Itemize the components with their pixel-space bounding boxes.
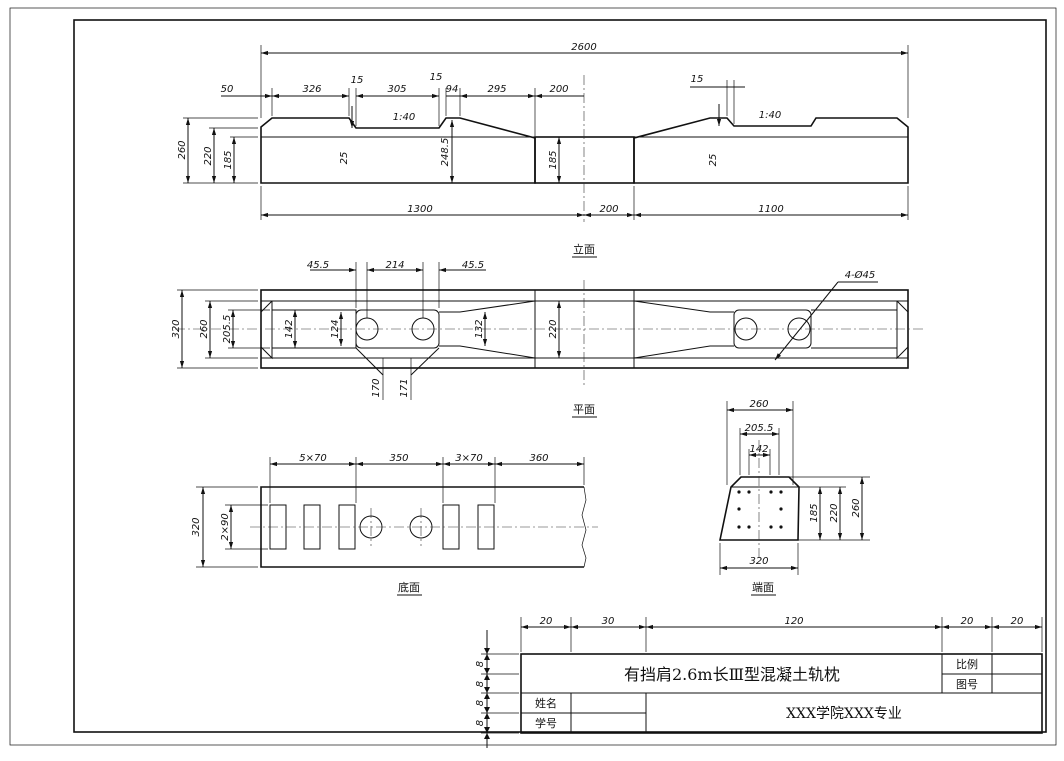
plan-dim-124: 124 bbox=[330, 319, 341, 338]
title-block-row-dim-3: 8 bbox=[475, 700, 486, 706]
title-block-extension-lines bbox=[481, 617, 1043, 734]
plan-left-taper bbox=[439, 300, 536, 359]
name-label: 姓名 bbox=[535, 696, 557, 710]
end-view: 260 205.5 142 185 220 260 320 端面 bbox=[719, 399, 870, 596]
elevation-right-body bbox=[633, 117, 909, 184]
end-caption: 端面 bbox=[752, 581, 774, 594]
scale-label: 比例 bbox=[956, 657, 978, 671]
title-block-row-dim-1: 8 bbox=[475, 661, 486, 667]
plan-dim-170: 170 bbox=[371, 378, 382, 397]
bottom-dim-3x70: 3×70 bbox=[455, 453, 482, 464]
drawing-number-label: 图号 bbox=[956, 678, 978, 691]
bottom-outline bbox=[260, 486, 584, 568]
inner-frame bbox=[73, 19, 1047, 733]
plan-caption: 平面 bbox=[573, 403, 595, 416]
elevation-dim-1300: 1300 bbox=[407, 204, 432, 215]
end-dim-260-top: 260 bbox=[749, 399, 768, 410]
plan-right-end-chamfer bbox=[896, 300, 909, 360]
title-block-dim-30: 30 bbox=[602, 616, 615, 627]
outer-frame bbox=[9, 7, 1057, 746]
bottom-dim-320: 320 bbox=[191, 517, 202, 536]
plan-dim-220: 220 bbox=[548, 319, 559, 338]
plan-dim-45-a: 45.5 bbox=[307, 260, 329, 271]
elevation-dim-2600: 2600 bbox=[571, 42, 596, 53]
bottom-dim-5x70: 5×70 bbox=[299, 453, 326, 464]
title-block-row-arrows bbox=[484, 648, 490, 739]
end-dim-260-right: 260 bbox=[851, 498, 862, 517]
title-block-row-dim-2: 8 bbox=[475, 681, 486, 687]
end-dim-220: 220 bbox=[829, 503, 840, 522]
elevation-dim-185-mid: 185 bbox=[548, 150, 559, 169]
elevation-dim-200-top: 200 bbox=[549, 84, 568, 95]
elevation-extension-lines bbox=[183, 45, 909, 220]
plan-leader-171 bbox=[410, 347, 440, 376]
plan-dim-132: 132 bbox=[474, 319, 485, 338]
title-block-dim-120: 120 bbox=[784, 616, 803, 627]
plan-dim-45-b: 45.5 bbox=[462, 260, 484, 271]
elevation-dim-185: 185 bbox=[223, 150, 234, 169]
elevation-dim-220: 220 bbox=[203, 146, 214, 165]
plan-leader-170 bbox=[355, 347, 384, 376]
elevation-dim-305: 305 bbox=[387, 84, 406, 95]
elevation-dim-25-b: 25 bbox=[708, 154, 719, 167]
elevation-dim-295: 295 bbox=[487, 84, 506, 95]
elevation-dim-15-c: 15 bbox=[691, 74, 704, 85]
school-name: XXX学院XXX专业 bbox=[786, 706, 902, 722]
elevation-dim-326: 326 bbox=[302, 84, 321, 95]
title-block-dim-20a: 20 bbox=[540, 616, 553, 627]
end-rebar-dots bbox=[737, 490, 783, 529]
elevation-dim-50: 50 bbox=[221, 84, 234, 95]
end-dim-185: 185 bbox=[809, 503, 820, 522]
plan-dim-205: 205.5 bbox=[222, 315, 233, 344]
elevation-slope-left: 1:40 bbox=[393, 112, 415, 123]
plan-dim-260: 260 bbox=[199, 319, 210, 338]
plan-extension-lines bbox=[177, 262, 440, 369]
plan-dim-171: 171 bbox=[399, 378, 410, 397]
plan-left-end-chamfer bbox=[260, 300, 273, 360]
elevation-dim-248: 248.5 bbox=[440, 138, 451, 167]
title-block: 20 30 120 20 20 8 8 8 8 有挡肩2.6m长Ⅲ型混凝土轨枕 … bbox=[475, 616, 1043, 748]
end-dim-142: 142 bbox=[749, 444, 768, 455]
end-extension-lines bbox=[719, 401, 870, 575]
elevation-dim-25-a: 25 bbox=[339, 152, 350, 165]
bottom-view: 5×70 350 3×70 360 320 2×90 底面 bbox=[191, 453, 598, 596]
elevation-dim-15-b: 15 bbox=[430, 72, 443, 83]
student-id-label: 学号 bbox=[535, 716, 557, 730]
end-dim-320: 320 bbox=[749, 556, 768, 567]
elevation-dim-94: 94 bbox=[446, 84, 459, 95]
bottom-dim-360: 360 bbox=[529, 453, 548, 464]
elevation-dim-15-a: 15 bbox=[351, 75, 364, 86]
plan-holes-note: 4-Ø45 bbox=[845, 269, 876, 281]
elevation-caption: 立面 bbox=[573, 242, 595, 256]
plan-dim-214: 214 bbox=[385, 260, 404, 271]
elevation-dim-1100: 1100 bbox=[758, 204, 783, 215]
elevation-slope-right: 1:40 bbox=[759, 110, 781, 121]
plan-right-rail-seat bbox=[811, 309, 897, 349]
title-block-dim-20c: 20 bbox=[1011, 616, 1024, 627]
title-block-row-dim-4: 8 bbox=[475, 720, 486, 726]
bottom-dim-350: 350 bbox=[389, 453, 408, 464]
elevation-dim-200-bottom: 200 bbox=[599, 204, 618, 215]
elevation-view: 2600 50 326 15 305 15 94 295 200 15 1:40… bbox=[177, 42, 909, 258]
plan-hole-note-leader bbox=[774, 281, 839, 361]
bottom-caption: 底面 bbox=[398, 580, 420, 594]
plan-dim-142: 142 bbox=[284, 319, 295, 338]
drawing-title: 有挡肩2.6m长Ⅲ型混凝土轨枕 bbox=[624, 665, 840, 684]
plan-right-taper bbox=[633, 300, 734, 359]
elevation-left-body bbox=[260, 117, 536, 184]
end-dim-205: 205.5 bbox=[745, 423, 774, 434]
bottom-break-line bbox=[581, 486, 587, 568]
title-block-dim-20b: 20 bbox=[961, 616, 974, 627]
bottom-dim-2x90: 2×90 bbox=[220, 513, 231, 540]
plan-view: 45.5 214 45.5 4-Ø45 320 260 205.5 142 12… bbox=[171, 260, 925, 418]
bottom-extension-lines bbox=[196, 457, 585, 568]
end-outline bbox=[719, 476, 800, 541]
plan-dim-320: 320 bbox=[171, 319, 182, 338]
elevation-dim-260: 260 bbox=[177, 140, 188, 159]
